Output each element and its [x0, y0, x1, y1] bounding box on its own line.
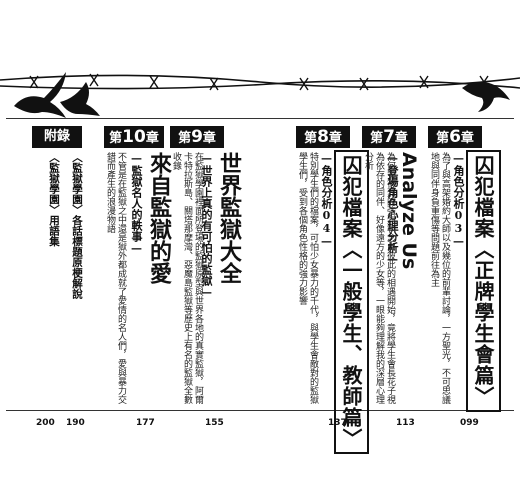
appendix-link-2-page: 200	[36, 418, 55, 428]
appendix-link-2[interactable]: 〈監獄學園〉用語集	[48, 152, 60, 247]
appendix-link-1[interactable]: 〈監獄學園〉各話標題原梗解說	[71, 152, 83, 299]
divider-bottom	[6, 410, 514, 411]
chapter-10-description: 不管是在監獄之中還是獄外都成就了愛情的名人們，愛與暴力交錯而產生的浪漫物語	[105, 152, 126, 404]
appendix-link-1-page: 190	[66, 418, 85, 428]
chapter-7-description: 為何安德烈的強烈執念由彼此的相遇開始，竟將學生會長花子視為依存的同伴、好像遠方的…	[363, 152, 395, 404]
crow-left-icon	[14, 72, 66, 118]
chapter-6-label: 第6章	[428, 126, 482, 148]
chapter-9-description: 在監獄學園裡面所登場的監獄原型與世界各地的真實監獄，阿爾卡特拉斯島、關塔那摩灣、…	[171, 152, 203, 404]
chapter-9-page: 155	[205, 418, 224, 428]
chapter-8-title[interactable]: 囚犯檔案〈一般學生、教師篇〉	[334, 150, 369, 454]
chapter-7-page: 113	[396, 418, 415, 428]
chapter-8-label: 第8章	[296, 126, 350, 148]
chapter-9-subtitle: —世界上真的有可怕的監獄—	[200, 152, 213, 299]
appendix-label-text: 附錄	[43, 129, 70, 144]
chapter-9-label: 第9章	[170, 126, 224, 148]
chapter-9-title[interactable]: 世界監獄大全	[216, 152, 241, 284]
chapter-6-title[interactable]: 囚犯檔案〈正牌學生會篇〉	[466, 150, 501, 412]
chapter-6-subtitle: —角色分析03—	[452, 152, 465, 248]
chapter-8-page: 137	[328, 418, 347, 428]
crow-center-icon	[60, 82, 100, 116]
barbed-wire-banner	[0, 72, 520, 118]
chapter-8-subtitle: —角色分析04—	[320, 152, 333, 248]
chapter-10-label: 第10章	[104, 126, 164, 148]
chapter-8-description: 特別學生們的檔案，可怕少女暴力的千代，與學生會敵對的監獄學生們，受到各個角色性格…	[297, 152, 318, 404]
crow-right-icon	[462, 81, 510, 112]
chapter-10-page: 177	[136, 418, 155, 428]
chapter-6-description: 為了與高架婚約大師以及幾位的前輩討論，一方聖光，不可思議地與同伴身負重傷等問題前…	[429, 152, 450, 404]
chapter-10-title[interactable]: 來自監獄的愛	[146, 152, 171, 284]
chapter-10-subtitle: —監獄名人的軼事—	[130, 152, 143, 255]
chapter-7-subtitle: —登場角色心理分析—	[386, 152, 399, 266]
appendix-label: 附錄	[32, 126, 82, 148]
chapter-6-page: 099	[460, 418, 479, 428]
divider-top	[6, 118, 514, 119]
chapter-7-label: 第7章	[362, 126, 416, 148]
chapter-7-title[interactable]: Analyze Us	[398, 152, 420, 270]
